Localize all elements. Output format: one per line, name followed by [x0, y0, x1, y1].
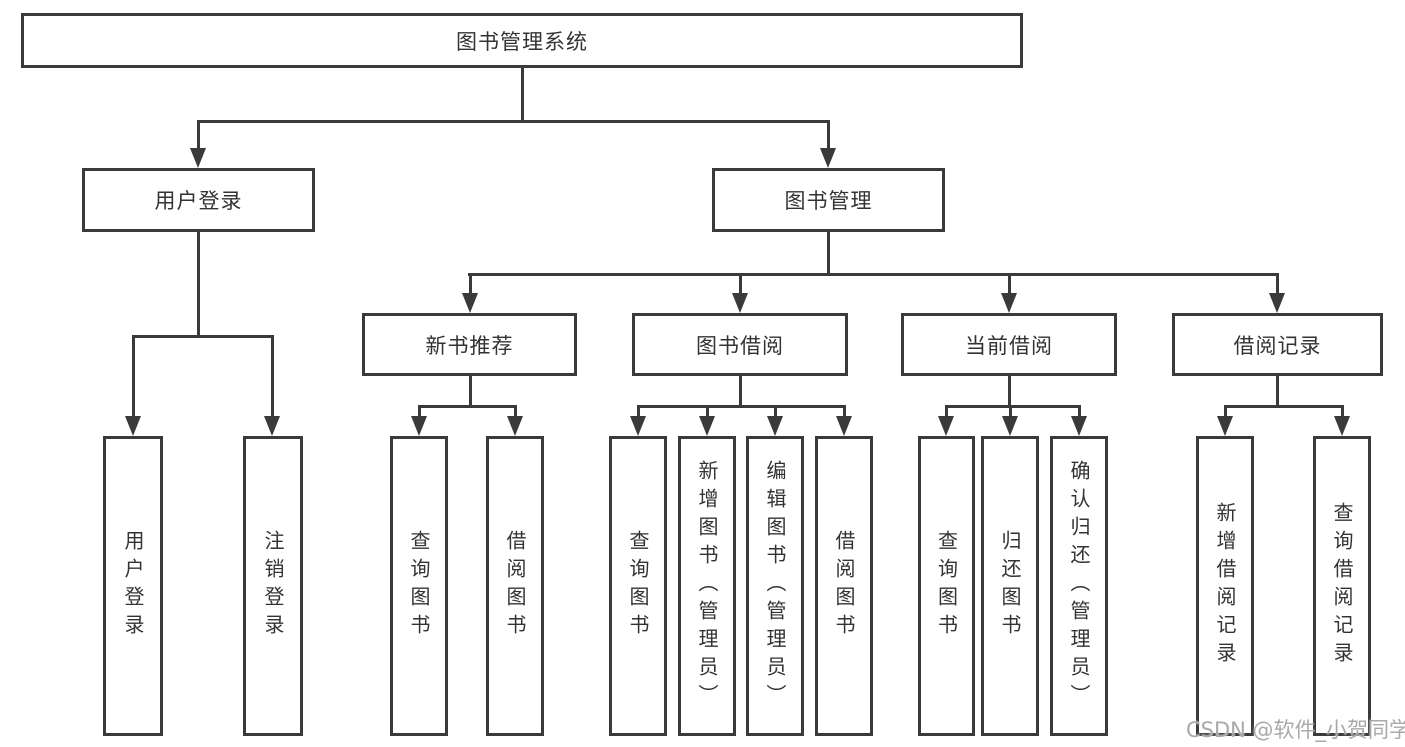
connector-drop	[774, 405, 777, 418]
leaf-query-books-label: 查询图书	[934, 530, 959, 642]
leaf-borrow-books: 借阅图书	[486, 436, 544, 736]
connector-root-stem	[521, 68, 524, 120]
connector-sec1-stem	[469, 376, 472, 405]
arrow-down-icon	[1269, 293, 1285, 313]
arrow-down-icon	[732, 293, 748, 313]
arrow-down-icon	[630, 416, 646, 436]
arrow-down-icon	[1217, 416, 1233, 436]
node-book-borrow: 图书借阅	[632, 313, 848, 376]
connector-drop	[1009, 405, 1012, 418]
arrow-down-icon	[1002, 416, 1018, 436]
leaf-query-books: 查询图书	[390, 436, 448, 736]
node-book-borrow-label: 图书借阅	[696, 333, 784, 358]
connector-sec3-stem	[1008, 376, 1011, 405]
connector-sec1-bus	[418, 405, 517, 408]
node-root: 图书管理系统	[21, 13, 1023, 68]
arrow-down-icon	[462, 293, 478, 313]
node-user-login-label: 用户登录	[154, 189, 243, 213]
connector-login-drop	[197, 120, 200, 150]
arrow-down-icon	[820, 148, 836, 168]
connector-drop	[1341, 405, 1344, 418]
leaf-query-borrow-record: 查询借阅记录	[1313, 436, 1371, 736]
connector-login-child2-drop	[271, 335, 274, 418]
connector-drop	[514, 405, 517, 418]
connector-sec2-stem	[739, 376, 742, 405]
arrow-down-icon	[411, 416, 427, 436]
leaf-edit-books-admin: 编辑图书（管理员）	[746, 436, 804, 736]
leaf-borrow-books-label: 借阅图书	[832, 530, 856, 642]
connector-drop	[945, 405, 948, 418]
node-new-book-recommend: 新书推荐	[362, 313, 577, 376]
connector-sec2-bus	[637, 405, 846, 408]
connector-login-child1-drop	[132, 335, 135, 418]
leaf-query-books-label: 查询图书	[626, 530, 650, 642]
node-root-label: 图书管理系统	[456, 29, 588, 54]
node-current-borrow-label: 当前借阅	[965, 333, 1053, 358]
connector-sec3-bus	[945, 405, 1081, 408]
leaf-add-books-admin: 新增图书（管理员）	[678, 436, 736, 736]
connector-login-stem	[197, 232, 200, 335]
leaf-confirm-return-admin: 确认归还（管理员）	[1050, 436, 1108, 736]
connector-mgmt-stem	[827, 232, 830, 273]
connector-sec4-drop	[1276, 273, 1279, 295]
arrow-down-icon	[264, 416, 280, 436]
leaf-user-login: 用户登录	[103, 436, 163, 736]
node-book-management: 图书管理	[712, 168, 945, 232]
leaf-query-borrow-record-label: 查询借阅记录	[1330, 502, 1354, 670]
arrow-down-icon	[125, 416, 141, 436]
node-book-management-label: 图书管理	[784, 189, 873, 213]
connector-drop	[418, 405, 421, 418]
connector-level1-bus	[197, 120, 830, 123]
leaf-add-borrow-record: 新增借阅记录	[1196, 436, 1254, 736]
leaf-borrow-books: 借阅图书	[815, 436, 873, 736]
node-borrow-record-label: 借阅记录	[1233, 333, 1322, 358]
connector-sec3-drop	[1008, 273, 1011, 295]
connector-sec2-drop	[739, 273, 742, 295]
arrow-down-icon	[699, 416, 715, 436]
arrow-down-icon	[1071, 416, 1087, 436]
csdn-watermark: CSDN @软件_小贺同学	[1186, 718, 1405, 742]
connector-drop	[637, 405, 640, 418]
leaf-user-login-label: 用户登录	[121, 530, 145, 642]
leaf-add-borrow-record-label: 新增借阅记录	[1213, 502, 1237, 670]
connector-sec4-bus	[1224, 405, 1344, 408]
arrow-down-icon	[836, 416, 852, 436]
leaf-return-books: 归还图书	[981, 436, 1039, 736]
node-current-borrow: 当前借阅	[901, 313, 1117, 376]
connector-sec4-stem	[1276, 376, 1279, 405]
connector-sec1-drop	[469, 273, 472, 295]
connector-login-bus	[132, 335, 274, 338]
arrow-down-icon	[767, 416, 783, 436]
leaf-borrow-books-label: 借阅图书	[503, 530, 527, 642]
arrow-down-icon	[190, 148, 206, 168]
connector-drop	[1224, 405, 1227, 418]
leaf-return-books-label: 归还图书	[998, 530, 1022, 642]
leaf-query-books-label: 查询图书	[407, 530, 431, 642]
leaf-confirm-return-admin-label: 确认归还（管理员）	[1067, 460, 1091, 712]
connector-drop	[1078, 405, 1081, 418]
node-borrow-record: 借阅记录	[1172, 313, 1383, 376]
arrow-down-icon	[507, 416, 523, 436]
connector-drop	[843, 405, 846, 418]
leaf-logout: 注销登录	[243, 436, 303, 736]
leaf-query-books: 查询图书	[609, 436, 667, 736]
node-user-login: 用户登录	[82, 168, 315, 232]
leaf-query-books: 查询图书	[918, 436, 975, 736]
leaf-edit-books-admin-label: 编辑图书（管理员）	[763, 460, 787, 712]
connector-mgmt-drop	[827, 120, 830, 150]
leaf-add-books-admin-label: 新增图书（管理员）	[695, 460, 719, 712]
arrow-down-icon	[1334, 416, 1350, 436]
connector-level2-bus	[468, 273, 1279, 276]
arrow-down-icon	[938, 416, 954, 436]
leaf-logout-label: 注销登录	[261, 530, 285, 642]
node-new-book-recommend-label: 新书推荐	[425, 333, 514, 358]
connector-drop	[706, 405, 709, 418]
arrow-down-icon	[1001, 293, 1017, 313]
